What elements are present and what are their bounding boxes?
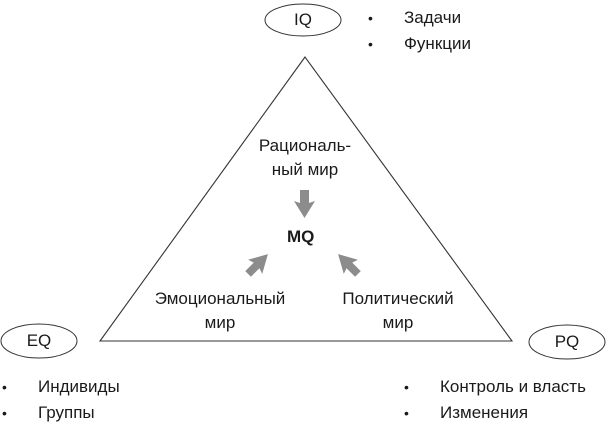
iq-item-text: Функции (404, 34, 471, 53)
pq-label: PQ (554, 332, 580, 351)
eq-label: EQ (26, 331, 52, 350)
eq-item-text: Группы (38, 403, 95, 422)
bullet-icon: • (368, 10, 373, 26)
emotional-world-line2: мир (204, 313, 236, 332)
bullet-icon: • (404, 405, 409, 421)
mq-label: MQ (287, 227, 315, 246)
eq-oval (0, 323, 78, 359)
arrow-political-icon (338, 254, 361, 277)
pq-item-text: Контроль и власть (440, 377, 586, 396)
bullet-icon: • (2, 405, 7, 421)
political-world-label: Политический мир (328, 287, 468, 335)
iq-label: IQ (294, 10, 312, 29)
rational-world-label: Рациональ- ный мир (240, 134, 370, 182)
pq-oval (528, 324, 606, 360)
iq-item-text: Задачи (404, 8, 462, 27)
bullet-icon: • (368, 36, 373, 52)
bullet-icon: • (404, 379, 409, 395)
emotional-world-line1: Эмоциональный (154, 289, 286, 308)
political-world-line1: Политический (342, 289, 454, 308)
pq-item-text: Изменения (440, 403, 529, 422)
arrow-rational-icon (294, 190, 315, 218)
arrow-emotional-icon (245, 254, 268, 277)
political-world-line2: мир (382, 313, 414, 332)
iq-oval (264, 3, 342, 37)
bullet-icon: • (2, 379, 7, 395)
eq-item-text: Индивиды (38, 377, 120, 396)
triangle-outline (98, 56, 514, 342)
rational-world-line2: ный мир (271, 160, 339, 179)
emotional-world-label: Эмоциональный мир (140, 287, 300, 335)
rational-world-line1: Рациональ- (258, 136, 352, 155)
